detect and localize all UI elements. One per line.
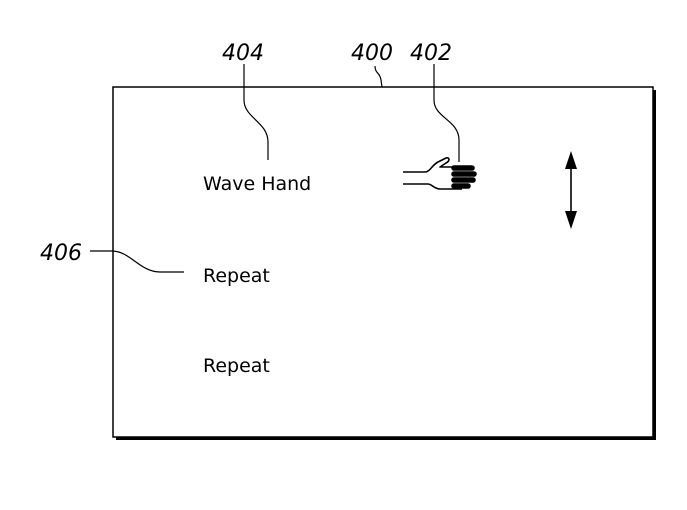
leader-404 <box>243 64 269 160</box>
hand-icon <box>403 157 477 190</box>
ref-402: 402 <box>410 41 452 66</box>
repeat-text-1: Repeat <box>203 265 270 287</box>
leader-406 <box>90 250 184 273</box>
leader-402 <box>433 64 460 162</box>
display-screen <box>112 86 656 440</box>
repeat-text-2: Repeat <box>203 355 270 377</box>
vertical-double-arrow-icon <box>565 151 577 229</box>
ref-404: 404 <box>222 41 264 66</box>
instruction-text: Wave Hand <box>203 173 311 195</box>
leader-400 <box>374 65 383 88</box>
ref-406: 406 <box>40 241 82 266</box>
ref-400: 400 <box>351 41 393 66</box>
